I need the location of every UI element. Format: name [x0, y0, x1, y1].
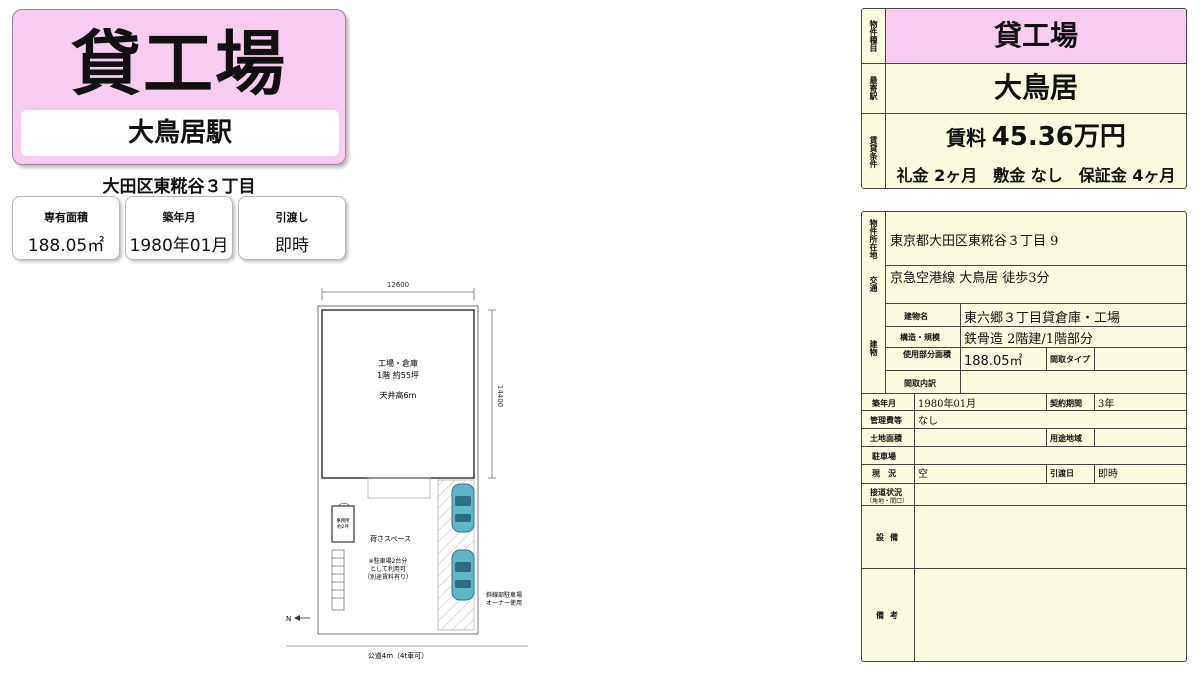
room-area: 1階 約55坪 [377, 370, 419, 380]
building-name-label: 建物名 [904, 312, 928, 321]
road-access-sub: （角地・間口） [866, 498, 909, 505]
handover-date-label: 引渡日 [1050, 469, 1074, 478]
floor-area-tile: 専有面積 188.05㎡ [12, 196, 120, 260]
handover-value: 即時 [275, 236, 309, 256]
structure-label: 構造・規模 [900, 333, 940, 342]
owner-parking-label-2: オーナー使用 [486, 599, 522, 607]
floor-area-label: 専有面積 [44, 211, 88, 224]
mgmt-value: なし [918, 416, 938, 427]
floor-area-value: 188.05㎡ [27, 236, 105, 256]
owner-parking-label-1: 斜線部駐車場 [486, 591, 522, 599]
parking-note-2: として利用可 [370, 565, 406, 573]
transport-value: 京急空港線 大鳥居 徒歩3分 [890, 271, 1050, 286]
room-name: 工場・倉庫 [378, 358, 418, 368]
warehouse-building [321, 309, 475, 479]
equipment-label: 設備 [876, 533, 904, 542]
lot-outline [317, 305, 479, 635]
built-label: 築年月 [872, 399, 896, 408]
zoning-label: 用途地域 [1050, 434, 1082, 443]
station-name: 大鳥居駅 [21, 110, 339, 156]
built-value: 1980年01月 [918, 399, 977, 410]
stairs [331, 549, 345, 611]
property-type-title: 貸工場 [71, 23, 287, 105]
depth-dim-label: 14400 [496, 385, 504, 407]
status-label: 現 況 [872, 469, 896, 478]
layout-detail-label: 間取内訳 [904, 379, 936, 388]
rent-value: 45.36万円 [991, 122, 1126, 152]
remarks-label: 備考 [876, 611, 904, 620]
location-value: 東京都大田区東糀谷３丁目 9 [890, 234, 1059, 249]
address-line: 大田区東糀谷３丁目 [102, 177, 256, 197]
land-label: 土地面積 [870, 434, 902, 443]
fees-row: 礼金 2ヶ月 敷金 なし 保証金 4ヶ月 [896, 166, 1176, 185]
width-dimension: 12600 [321, 281, 475, 300]
car-icon [451, 549, 475, 601]
car-icon [451, 483, 475, 533]
shutter [367, 477, 431, 499]
rent-row: 賃料 45.36万円 [886, 113, 1186, 161]
road-access-label: 接道状況 [870, 488, 902, 497]
detail-panel: 物件所在地 東京都大田区東糀谷３丁目 9 交通 京急空港線 大鳥居 徒歩3分 建… [861, 211, 1187, 662]
parking-note-3: （別途賃料有り） [364, 573, 412, 581]
rent-label: 賃料 [946, 126, 987, 150]
area-value: 188.05㎡ [964, 354, 1023, 369]
summary-panel: 物件種目 最寄駅 賃貸条件 貸工場 大鳥居 賃料 45.36万円 礼金 2ヶ月 … [861, 8, 1187, 189]
location-label: 物件所在地 [862, 212, 886, 265]
built-date-value: 1980年01月 [129, 236, 229, 256]
road-label: 公道4m（4t車可） [368, 651, 428, 660]
parking-label: 駐車場 [872, 452, 896, 461]
side-label-terms: 賃貸条件 [862, 113, 886, 188]
north-arrow-icon: N [286, 615, 310, 623]
contract-value: 3年 [1098, 399, 1115, 410]
handover-label: 引渡し [275, 211, 309, 224]
transport-label: 交通 [862, 265, 886, 303]
parking-note-1: ※駐車場2台分 [369, 557, 408, 565]
title-card: 貸工場 大鳥居駅 [12, 9, 346, 165]
summary-station: 大鳥居 [993, 71, 1078, 104]
handover-tile: 引渡し 即時 [238, 196, 346, 260]
structure-value: 鉄骨造 2階建/1階部分 [964, 332, 1094, 347]
office-room [331, 505, 355, 543]
north-label: N [286, 615, 291, 623]
layout-type-label: 間取タイプ [1050, 355, 1090, 364]
building-label: 建物 [862, 303, 886, 393]
building-name-value: 東六郷３丁目貸倉庫・工場 [964, 311, 1121, 326]
ceiling-height: 天井高6m [380, 390, 417, 400]
area-label: 使用部分面積 [903, 350, 951, 359]
side-label-station: 最寄駅 [862, 63, 886, 113]
floor-plan: 12600 14400 工場・倉庫 1階 約55坪 天井高6m 事務所 約2坪 … [286, 281, 528, 660]
loading-space-label: 荷さスペース [370, 534, 411, 543]
contract-label: 契約期間 [1050, 399, 1082, 408]
width-dim-label: 12600 [387, 281, 409, 289]
office-area: 約2坪 [337, 523, 349, 530]
built-date-label: 築年月 [162, 211, 196, 224]
status-value: 空 [918, 469, 928, 480]
mgmt-label: 管理費等 [870, 416, 902, 425]
built-date-tile: 築年月 1980年01月 [125, 196, 233, 260]
summary-type: 貸工場 [886, 9, 1186, 63]
office-label: 事務所 [336, 517, 350, 524]
side-label-type: 物件種目 [862, 9, 886, 63]
handover-date-value: 即時 [1098, 469, 1118, 480]
depth-dimension: 14400 [488, 309, 504, 479]
